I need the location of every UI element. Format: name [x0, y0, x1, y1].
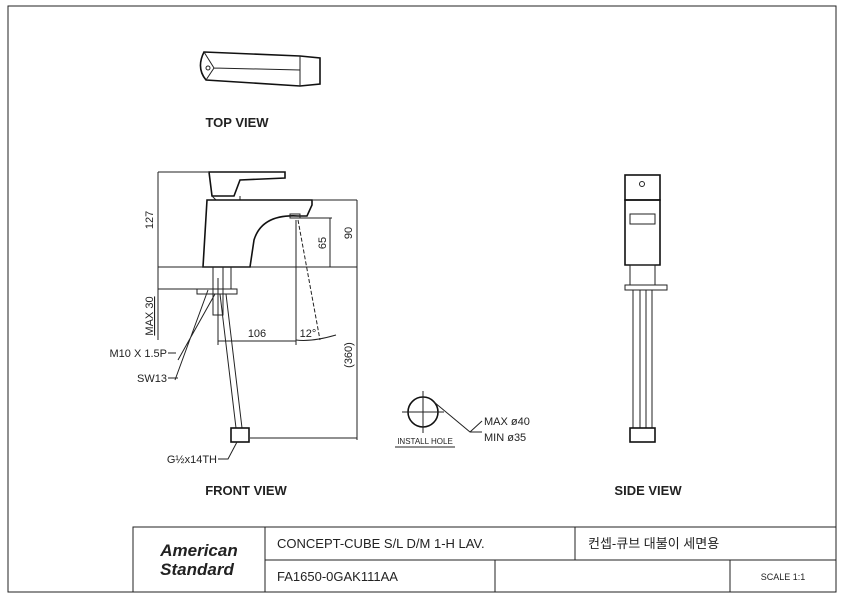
scale: SCALE 1:1 — [761, 572, 806, 582]
side-view: SIDE VIEW — [614, 174, 682, 498]
install-hole-label: INSTALL HOLE — [397, 437, 453, 446]
top-view-label: TOP VIEW — [205, 115, 269, 130]
wrench-spec: SW13 — [137, 373, 167, 385]
dim-127: 127 — [144, 211, 156, 229]
dim-angle: 12° — [300, 328, 317, 340]
product-name: CONCEPT-CUBE S/L D/M 1-H LAV. — [277, 536, 485, 551]
brand-logo-line1: American — [159, 541, 237, 560]
model-code: FA1650-0GAK111AA — [277, 569, 398, 584]
front-view-label: FRONT VIEW — [205, 483, 287, 498]
dim-360: (360) — [343, 342, 355, 368]
top-view: TOP VIEW — [199, 51, 321, 130]
dim-max-30: MAX 30 — [144, 296, 156, 335]
dim-106: 106 — [248, 328, 266, 340]
drawing-frame — [7, 5, 837, 593]
dim-65: 65 — [317, 237, 329, 249]
connector-spec: G½x14TH — [167, 454, 217, 466]
side-view-label: SIDE VIEW — [614, 483, 682, 498]
front-view: 127 90 65 MAX 30 106 12° (360) M10 X 1.5… — [110, 171, 358, 498]
hole-min: MIN ø35 — [484, 432, 526, 444]
dim-90: 90 — [343, 227, 355, 239]
thread-spec: M10 X 1.5P — [110, 348, 167, 360]
title-block: American Standard CONCEPT-CUBE S/L D/M 1… — [132, 526, 837, 593]
brand-logo-line2: Standard — [160, 560, 234, 579]
install-hole: INSTALL HOLE MAX ø40 MIN ø35 — [395, 391, 530, 448]
hole-max: MAX ø40 — [484, 416, 530, 428]
product-name-kr: 컨셉-큐브 대불이 세면용 — [588, 536, 719, 551]
